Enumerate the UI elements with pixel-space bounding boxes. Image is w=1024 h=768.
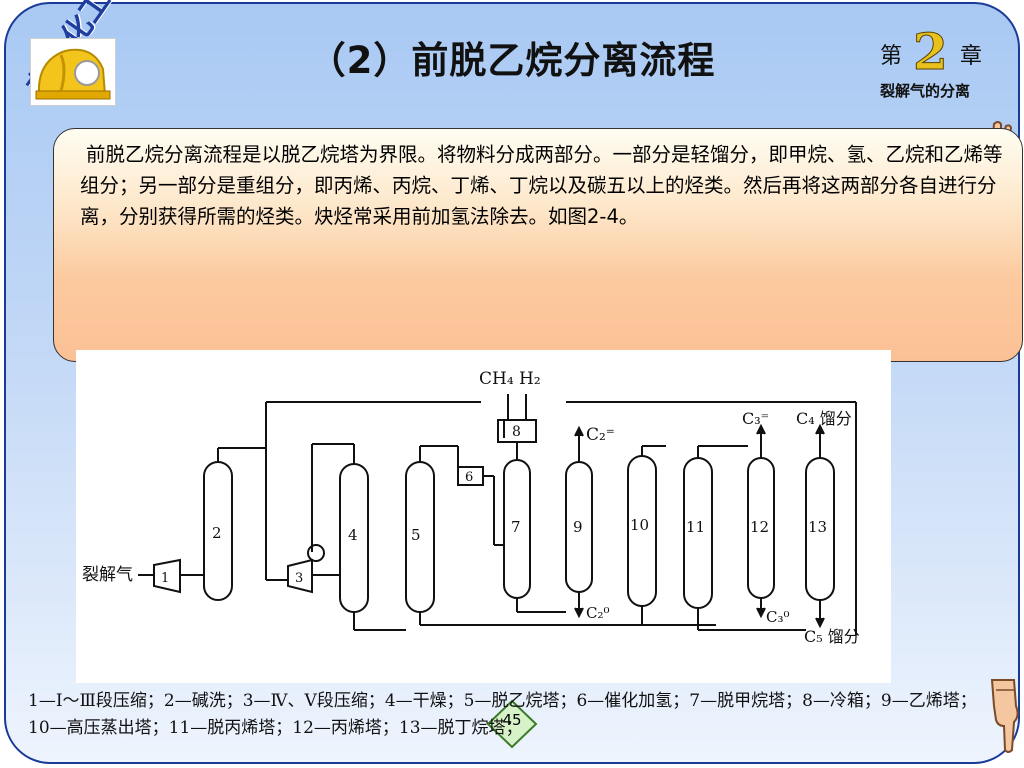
logo-helmet-icon <box>30 38 116 106</box>
unit-2-label: 2 <box>212 524 222 542</box>
intro-paragraph: 前脱乙烷分离流程是以脱乙烷塔为界限。将物料分成两部分。一部分是轻馏分，即甲烷、氢… <box>80 143 1003 228</box>
unit-11-label: 11 <box>686 518 705 536</box>
chapter-badge: 第 2 章 裂解气的分离 <box>880 22 990 106</box>
compressor-1 <box>153 558 181 594</box>
unit-10-label: 10 <box>630 516 649 534</box>
unit-4-label: 4 <box>348 526 358 544</box>
content-text-box: 前脱乙烷分离流程是以脱乙烷塔为界限。将物料分成两部分。一部分是轻馏分，即甲烷、氢… <box>53 128 1023 362</box>
unit-7-label: 7 <box>511 518 521 536</box>
unit-3-label: 3 <box>295 571 303 586</box>
c2-paraffin-label: C₂⁰ <box>586 604 610 622</box>
chapter-subtitle: 裂解气的分离 <box>880 82 971 100</box>
unit-5-label: 5 <box>411 526 421 544</box>
unit-8-label: 8 <box>512 424 521 440</box>
pointing-hand-down-icon[interactable] <box>988 676 1022 756</box>
unit-13-label: 13 <box>808 518 827 536</box>
unit-12-label: 12 <box>750 518 769 536</box>
page-number-badge: 45 <box>482 697 542 751</box>
chapter-number: 2 <box>913 22 949 82</box>
c5-fraction-label: C₅ 馏分 <box>804 627 860 646</box>
process-flow-diagram: 裂解气 1 2 3 4 5 6 <box>76 350 891 683</box>
unit-1-label: 1 <box>161 571 169 586</box>
page-title: （2）前脱乙烷分离流程 <box>308 39 716 82</box>
c4-fraction-label: C₄ 馏分 <box>796 409 852 428</box>
cold-box-8 <box>497 419 537 443</box>
page-number: 45 <box>502 711 522 729</box>
c3-paraffin-label: C₃⁰ <box>766 608 790 626</box>
c3-olefin-label: C₃⁼ <box>742 409 769 428</box>
chapter-prefix: 第 <box>880 44 903 69</box>
unit-6-label: 6 <box>465 470 473 485</box>
unit-9-label: 9 <box>573 518 583 536</box>
figure-caption: 1—Ⅰ～Ⅲ段压缩；2—碱洗；3—Ⅳ、Ⅴ段压缩；4—干燥；5—脱乙烷塔；6—催化加… <box>28 691 977 738</box>
feed-label: 裂解气 <box>82 565 133 585</box>
chapter-suffix: 章 <box>960 44 983 69</box>
top-products-label: CH₄ H₂ <box>479 369 541 389</box>
c2-olefin-label: C₂⁼ <box>586 425 615 445</box>
compressor-3 <box>287 558 313 594</box>
